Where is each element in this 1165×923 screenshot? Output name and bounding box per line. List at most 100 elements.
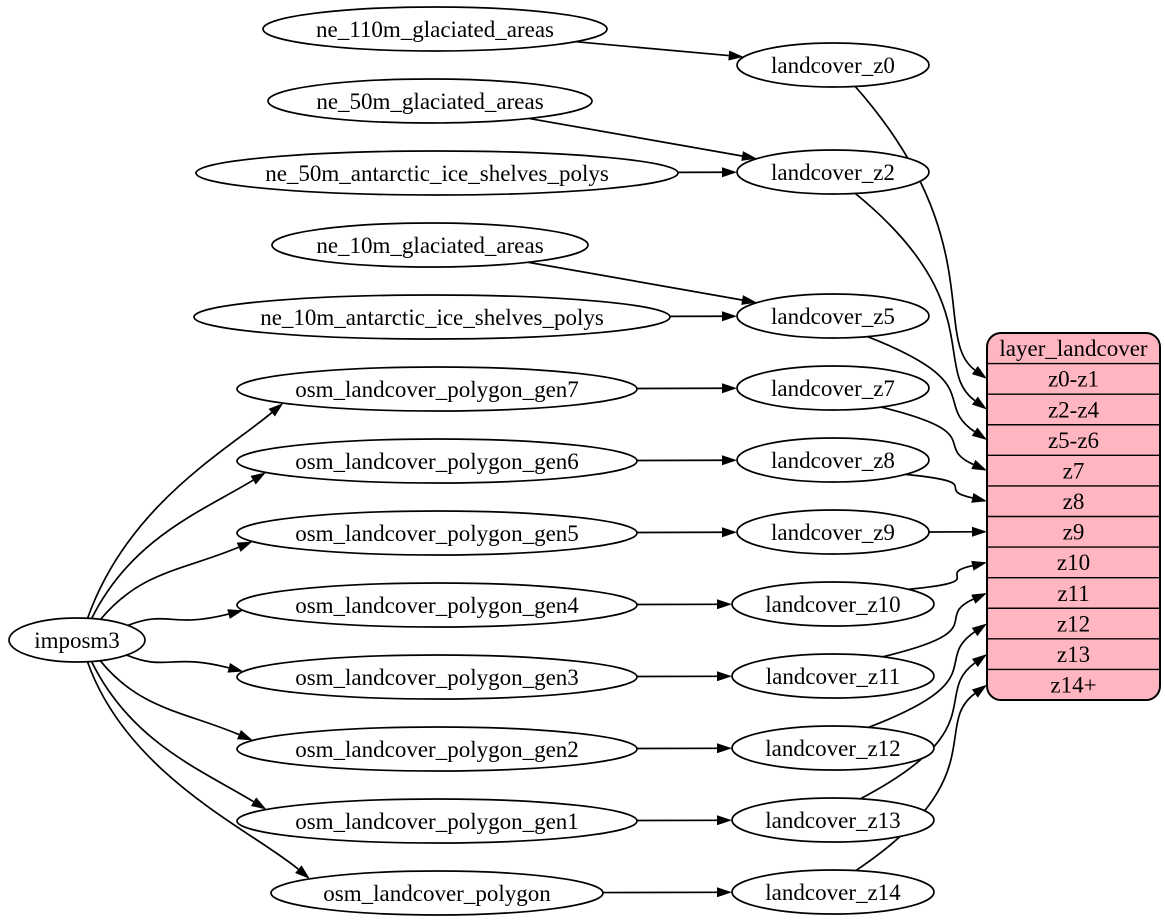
node-z8: landcover_z8 <box>736 437 930 483</box>
node-ne50a: ne_50m_antarctic_ice_shelves_polys <box>195 150 679 196</box>
record-row-z12: z12 <box>1057 611 1090 636</box>
edge-z14-to-row-z14+-arrowhead <box>971 684 987 698</box>
node-gen4-shape <box>236 582 638 628</box>
node-z2-label: landcover_z2 <box>771 160 895 185</box>
edge-imposm3-to-gen5 <box>99 546 239 620</box>
edge-z2-to-row-z2-z4 <box>854 192 976 402</box>
node-z9-label: landcover_z9 <box>771 520 895 545</box>
edge-ne110-to-z0 <box>575 40 729 57</box>
record-row-z5-z6: z5-z6 <box>1048 428 1099 453</box>
node-z12-shape <box>731 725 935 771</box>
node-gen5-shape <box>236 510 638 556</box>
node-z13-shape <box>731 797 935 843</box>
edge-ne50g-to-z2-arrowhead <box>741 151 757 161</box>
node-z5: landcover_z5 <box>736 293 930 339</box>
record-row-z14+: z14+ <box>1050 673 1096 698</box>
node-z14-label: landcover_z14 <box>765 880 901 905</box>
node-z10-label: landcover_z10 <box>765 592 900 617</box>
edge-z7-to-row-z7 <box>880 406 974 466</box>
node-layer: imposm3ne_110m_glaciated_areasne_50m_gla… <box>8 6 1161 916</box>
node-z14-shape <box>731 869 935 915</box>
node-gen1-label: osm_landcover_polygon_gen1 <box>295 809 579 834</box>
edge-imposm3-to-gen4-arrowhead <box>227 609 244 619</box>
record-row-z0-z1: z0-z1 <box>1048 367 1099 392</box>
node-ne110: ne_110m_glaciated_areas <box>262 6 608 52</box>
record-row-z9: z9 <box>1063 520 1085 545</box>
edge-z0-to-row-z0-z1-arrowhead <box>971 366 987 379</box>
edge-imposm3-to-gen6-arrowhead <box>250 472 266 485</box>
edge-gen7-to-z7-arrowhead <box>721 383 738 394</box>
edge-ne10g-to-z5-arrowhead <box>741 295 757 305</box>
node-imposm3-shape <box>8 617 146 663</box>
node-z2-shape <box>736 149 930 195</box>
node-z11-label: landcover_z11 <box>766 664 901 689</box>
node-imposm3-label: imposm3 <box>34 628 120 653</box>
edge-gen2-to-z12-arrowhead <box>716 743 733 754</box>
edge-ne10g-to-z5 <box>527 261 743 301</box>
node-ne10a: ne_10m_antarctic_ice_shelves_polys <box>193 294 671 340</box>
node-ne10g-shape <box>271 222 589 268</box>
node-gen7-shape <box>236 366 638 412</box>
node-ne10a-shape <box>193 294 671 340</box>
edge-imposm3-to-gen7 <box>86 412 273 619</box>
node-z12: landcover_z12 <box>731 725 935 771</box>
edge-z5-to-row-z5-z6 <box>867 335 976 433</box>
node-gen1-shape <box>236 798 638 844</box>
node-ne50a-shape <box>195 150 679 196</box>
node-ne10a-label: ne_10m_antarctic_ice_shelves_polys <box>260 305 604 330</box>
record-row-z2-z4: z2-z4 <box>1048 397 1100 422</box>
edge-ne50a-to-z2-arrowhead <box>721 167 738 178</box>
node-gen6-shape <box>236 438 638 484</box>
edge-imposm3-to-gen6 <box>90 479 254 619</box>
edge-z8-to-row-z8-arrowhead <box>971 493 987 503</box>
edge-imposm3-to-poly <box>86 661 299 870</box>
node-z0-shape <box>736 42 930 88</box>
record-row-z8: z8 <box>1063 489 1085 514</box>
node-z11-shape <box>731 653 935 699</box>
edge-z0-to-row-z0-z1 <box>854 85 976 371</box>
edge-z11-to-row-z11-arrowhead <box>971 592 987 604</box>
node-z14: landcover_z14 <box>731 869 935 915</box>
edge-imposm3-to-gen1 <box>90 661 255 803</box>
node-gen4: osm_landcover_polygon_gen4 <box>236 582 638 628</box>
node-z13-label: landcover_z13 <box>765 808 900 833</box>
edge-imposm3-to-gen1-arrowhead <box>250 797 267 810</box>
node-gen6-label: osm_landcover_polygon_gen6 <box>295 449 579 474</box>
node-z9-shape <box>736 509 930 555</box>
edge-z14-to-row-z14+ <box>855 692 976 872</box>
edge-ne50g-to-z2 <box>528 117 743 157</box>
edge-z13-to-row-z13 <box>859 662 976 800</box>
node-z13: landcover_z13 <box>731 797 935 843</box>
node-gen7-label: osm_landcover_polygon_gen7 <box>295 377 579 402</box>
edge-z10-to-row-z10 <box>908 564 973 591</box>
edge-gen3-to-z11-arrowhead <box>716 671 733 682</box>
node-z7-label: landcover_z7 <box>771 376 895 401</box>
record-layer-landcover: layer_landcoverz0-z1z2-z4z5-z6z7z8z9z10z… <box>986 332 1161 701</box>
record-row-z13: z13 <box>1057 642 1090 667</box>
node-gen3-label: osm_landcover_polygon_gen3 <box>295 665 579 690</box>
node-z9: landcover_z9 <box>736 509 930 555</box>
edge-z7-to-row-z7-arrowhead <box>971 459 987 471</box>
node-ne50a-label: ne_50m_antarctic_ice_shelves_polys <box>265 161 609 186</box>
edge-imposm3-to-poly-arrowhead <box>295 865 310 879</box>
node-ne10g-label: ne_10m_glaciated_areas <box>316 233 543 258</box>
node-z0: landcover_z0 <box>736 42 930 88</box>
edge-z8-to-row-z8 <box>905 473 973 499</box>
edge-z13-to-row-z13-arrowhead <box>971 654 987 667</box>
node-z2: landcover_z2 <box>736 149 930 195</box>
node-poly: osm_landcover_polygon <box>270 870 604 916</box>
edge-layer <box>86 40 987 898</box>
edge-imposm3-to-gen3 <box>126 654 229 669</box>
node-ne50g-shape <box>267 78 593 124</box>
edge-z12-to-row-z12 <box>868 631 976 729</box>
edge-imposm3-to-gen4 <box>127 613 229 627</box>
node-ne110-label: ne_110m_glaciated_areas <box>316 17 554 42</box>
edge-imposm3-to-gen2-arrowhead <box>237 729 253 741</box>
node-gen6: osm_landcover_polygon_gen6 <box>236 438 638 484</box>
node-z10-shape <box>731 581 935 627</box>
node-z12-label: landcover_z12 <box>765 736 900 761</box>
node-z8-label: landcover_z8 <box>771 448 895 473</box>
edge-gen1-to-z13-arrowhead <box>716 815 733 826</box>
